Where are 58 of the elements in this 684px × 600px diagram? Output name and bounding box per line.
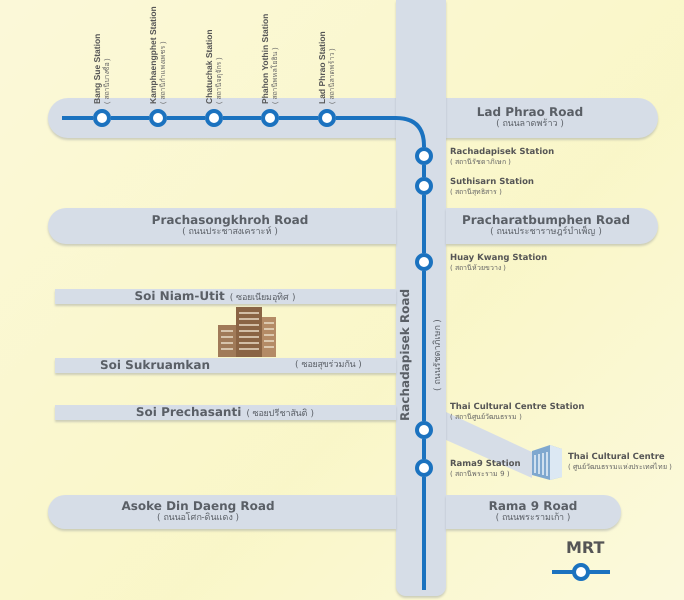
- metro-line: [279, 116, 318, 120]
- metro-line: [422, 195, 426, 253]
- metro-line: [111, 116, 149, 120]
- metro-line: [422, 477, 426, 590]
- metro-line: [167, 116, 205, 120]
- metro-line: [62, 116, 93, 120]
- road-band: [55, 289, 396, 304]
- road-band: [446, 495, 621, 529]
- road-label: Soi Niam-Utit: [134, 289, 225, 303]
- road-label: Soi Prechasanti: [136, 405, 242, 419]
- metro-line: [422, 271, 426, 421]
- road-label: Lad Phrao Road: [476, 105, 584, 119]
- station-circle: [415, 421, 433, 439]
- station-circle: [205, 109, 223, 127]
- station-label: Rama9 Station: [450, 459, 521, 470]
- station-circle: [149, 109, 167, 127]
- road-label: ( ถนนลาดพร้าว ): [496, 119, 564, 130]
- station-label: Chatuchak Station: [204, 29, 215, 104]
- station-circle: [415, 177, 433, 195]
- metro-line: [422, 439, 426, 459]
- station-label: Thai Cultural Centre Station: [450, 402, 584, 412]
- station-label: Lad Phrao Station: [317, 31, 328, 104]
- road-label: ( ถนนพระรามเก้า ): [496, 513, 570, 524]
- station-label: Rachadapisek Station: [450, 147, 554, 158]
- road-label: Rachadapisek Road: [398, 288, 412, 422]
- road-label: ( ถนนประชาราษฎร์บำเพ็ญ ): [490, 227, 602, 238]
- road-label: Pracharatbumphen Road: [462, 213, 630, 227]
- road-band: [55, 358, 396, 373]
- road-label: ( ถนนรัชดาภิเษก ): [433, 319, 444, 391]
- station-label: Kamphaengphet Station: [148, 6, 159, 104]
- road-label: ( ซอยเนียมอุทิศ ): [230, 293, 296, 304]
- road-label: Asoke Din Daeng Road: [121, 499, 275, 513]
- road-label: ( ซอยปรีชาสันติ ): [246, 409, 314, 420]
- station-circle: [415, 147, 433, 165]
- station-label: Suthisarn Station: [450, 177, 534, 188]
- station-circle: [415, 253, 433, 271]
- road-label: Soi Sukruamkan: [100, 358, 210, 372]
- road-label: Rama 9 Road: [488, 499, 578, 513]
- metro-line: [223, 116, 261, 120]
- station-label: Bang Sue Station: [92, 34, 103, 104]
- station-circle: [415, 459, 433, 477]
- station-circle: [93, 109, 111, 127]
- metro-line: [422, 165, 426, 177]
- road-label: ( ถนนประชาสงเคราะห์ ): [182, 227, 278, 238]
- road-label: ( ถนนอโศก-ดินแดง ): [157, 513, 239, 524]
- metro-line: [336, 116, 426, 148]
- station-label: Phahon Yothin Station: [260, 14, 271, 104]
- road-band: [55, 405, 396, 420]
- road-label: Prachasongkhroh Road: [152, 213, 308, 227]
- road-band: [48, 208, 396, 244]
- station-circle: [318, 109, 336, 127]
- road-label: ( ซอยสุขร่วมกัน ): [295, 360, 362, 371]
- legend-label: MRT: [566, 538, 604, 557]
- road-band: [446, 208, 658, 244]
- station-label: Huay Kwang Station: [450, 253, 548, 264]
- station-circle: [261, 109, 279, 127]
- road-band: [48, 495, 396, 529]
- place-label: Thai Cultural Centre: [568, 452, 665, 462]
